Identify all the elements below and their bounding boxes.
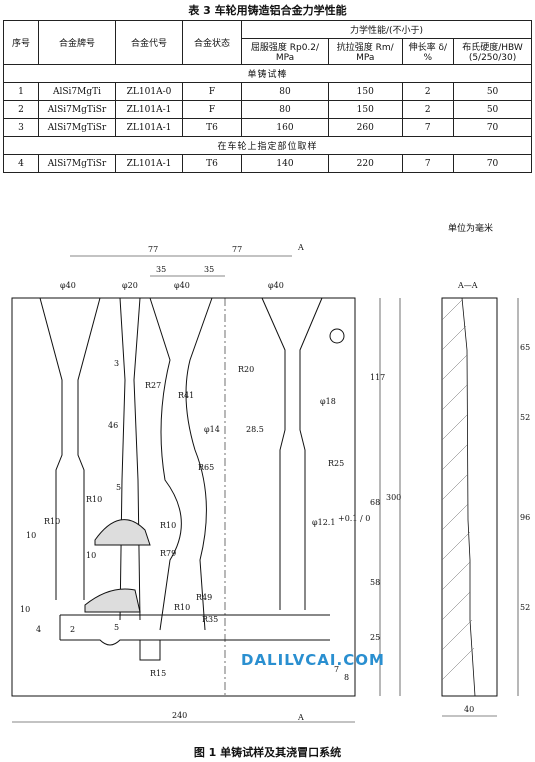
header-tensile: 抗拉强度 Rm/MPa bbox=[327, 38, 403, 65]
dim-section-65: 65 bbox=[520, 343, 530, 352]
table-caption: 表 3 车轮用铸造铝合金力学性能 bbox=[188, 4, 347, 17]
dim-section-52b: 52 bbox=[520, 603, 530, 612]
dim-117: 117 bbox=[370, 373, 385, 382]
sprue bbox=[119, 297, 141, 621]
section-cast-bar: 单铸试棒 bbox=[3, 64, 532, 83]
section-view bbox=[441, 297, 498, 697]
dim-28-5: 28.5 bbox=[246, 425, 264, 434]
right-test-bar bbox=[261, 297, 323, 610]
header-state: 合金状态 bbox=[182, 20, 242, 65]
dim-77-left: 77 bbox=[148, 245, 158, 254]
dim-35-left: 35 bbox=[156, 265, 166, 274]
dim-r27: R27 bbox=[145, 381, 161, 390]
dim-10b: 10 bbox=[86, 551, 96, 560]
dim-r79: R79 bbox=[160, 549, 176, 558]
dim-240: 240 bbox=[172, 711, 187, 720]
dim-r25: R25 bbox=[328, 459, 344, 468]
dim-2: 2 bbox=[70, 625, 75, 634]
dim-5a: 5 bbox=[116, 483, 121, 492]
header-seq: 序号 bbox=[3, 20, 39, 65]
unit-note: 单位为毫米 bbox=[447, 224, 493, 234]
watermark: DALILVCAI.COM bbox=[241, 651, 385, 669]
dim-section-52a: 52 bbox=[520, 413, 530, 422]
dim-10a: 10 bbox=[26, 531, 36, 540]
dim-3: 3 bbox=[114, 359, 119, 368]
dim-phi40c: φ40 bbox=[268, 281, 284, 290]
riser bbox=[149, 297, 213, 631]
dim-58: 58 bbox=[370, 578, 380, 587]
filter-lower bbox=[84, 588, 141, 613]
runner bbox=[59, 614, 330, 646]
mold-outline bbox=[11, 297, 356, 697]
dim-phi18: φ18 bbox=[320, 397, 336, 406]
dim-phi14: φ14 bbox=[204, 425, 220, 434]
left-test-bar bbox=[39, 297, 101, 600]
dim-r10a: R10 bbox=[86, 495, 102, 504]
casting-drawing: 77 77 35 35 A φ40 φ20 φ40 φ40 3 R27 R20 … bbox=[11, 243, 530, 723]
dim-r10c: R10 bbox=[160, 521, 176, 530]
dim-8: 8 bbox=[344, 673, 349, 682]
figure-caption: 图 1 单铸试样及其浇冒口系统 bbox=[193, 746, 342, 759]
section-mark-top: A bbox=[297, 243, 304, 252]
header-elong: 伸长率 δ/% bbox=[401, 38, 455, 65]
properties-table: 序号 合金牌号 合金代号 合金状态 力学性能/(不小于) 屈服强度 Rp0.2/… bbox=[3, 20, 532, 173]
dim-300: 300 bbox=[386, 493, 401, 502]
dim-46: 46 bbox=[108, 421, 118, 430]
section-wheel-sample: 在车轮上指定部位取样 bbox=[3, 136, 532, 155]
dim-68: 68 bbox=[370, 498, 380, 507]
dim-77-right: 77 bbox=[232, 245, 242, 254]
dim-5b: 5 bbox=[114, 623, 119, 632]
dim-tolerance: +0.1 / 0 bbox=[338, 514, 370, 523]
dim-r20: R20 bbox=[238, 365, 254, 374]
header-grade: 合金牌号 bbox=[38, 20, 116, 65]
dim-35-right: 35 bbox=[204, 265, 214, 274]
section-mark-bottom: A bbox=[297, 713, 304, 722]
header-yield: 屈服强度 Rp0.2/MPa bbox=[241, 38, 329, 65]
dim-r10b: R10 bbox=[44, 517, 60, 526]
dim-phi40a: φ40 bbox=[60, 281, 76, 290]
dim-7: 7 bbox=[334, 665, 339, 674]
dim-phi40b: φ40 bbox=[174, 281, 190, 290]
header-code: 合金代号 bbox=[115, 20, 183, 65]
dim-10c: 10 bbox=[20, 605, 30, 614]
dim-4: 4 bbox=[36, 625, 41, 634]
filter-upper bbox=[94, 519, 151, 546]
dim-r65: R65 bbox=[198, 463, 214, 472]
header-props-group: 力学性能/(不小于) bbox=[241, 20, 532, 39]
dim-25: 25 bbox=[370, 633, 380, 642]
section-label: A—A bbox=[457, 281, 478, 290]
dim-section-96: 96 bbox=[520, 513, 530, 522]
dim-r41: R41 bbox=[178, 391, 194, 400]
dim-r15: R15 bbox=[150, 669, 166, 678]
dim-r49: R49 bbox=[196, 593, 212, 602]
header-hb: 布氏硬度/HBW(5/250/30) bbox=[453, 38, 532, 65]
dim-r10d: R10 bbox=[174, 603, 190, 612]
dim-phi20: φ20 bbox=[122, 281, 138, 290]
dim-phi12-1: φ12.1 bbox=[312, 518, 335, 527]
dim-r35: R35 bbox=[202, 615, 218, 624]
dim-section-40: 40 bbox=[464, 705, 474, 714]
pin-hole bbox=[329, 328, 345, 344]
